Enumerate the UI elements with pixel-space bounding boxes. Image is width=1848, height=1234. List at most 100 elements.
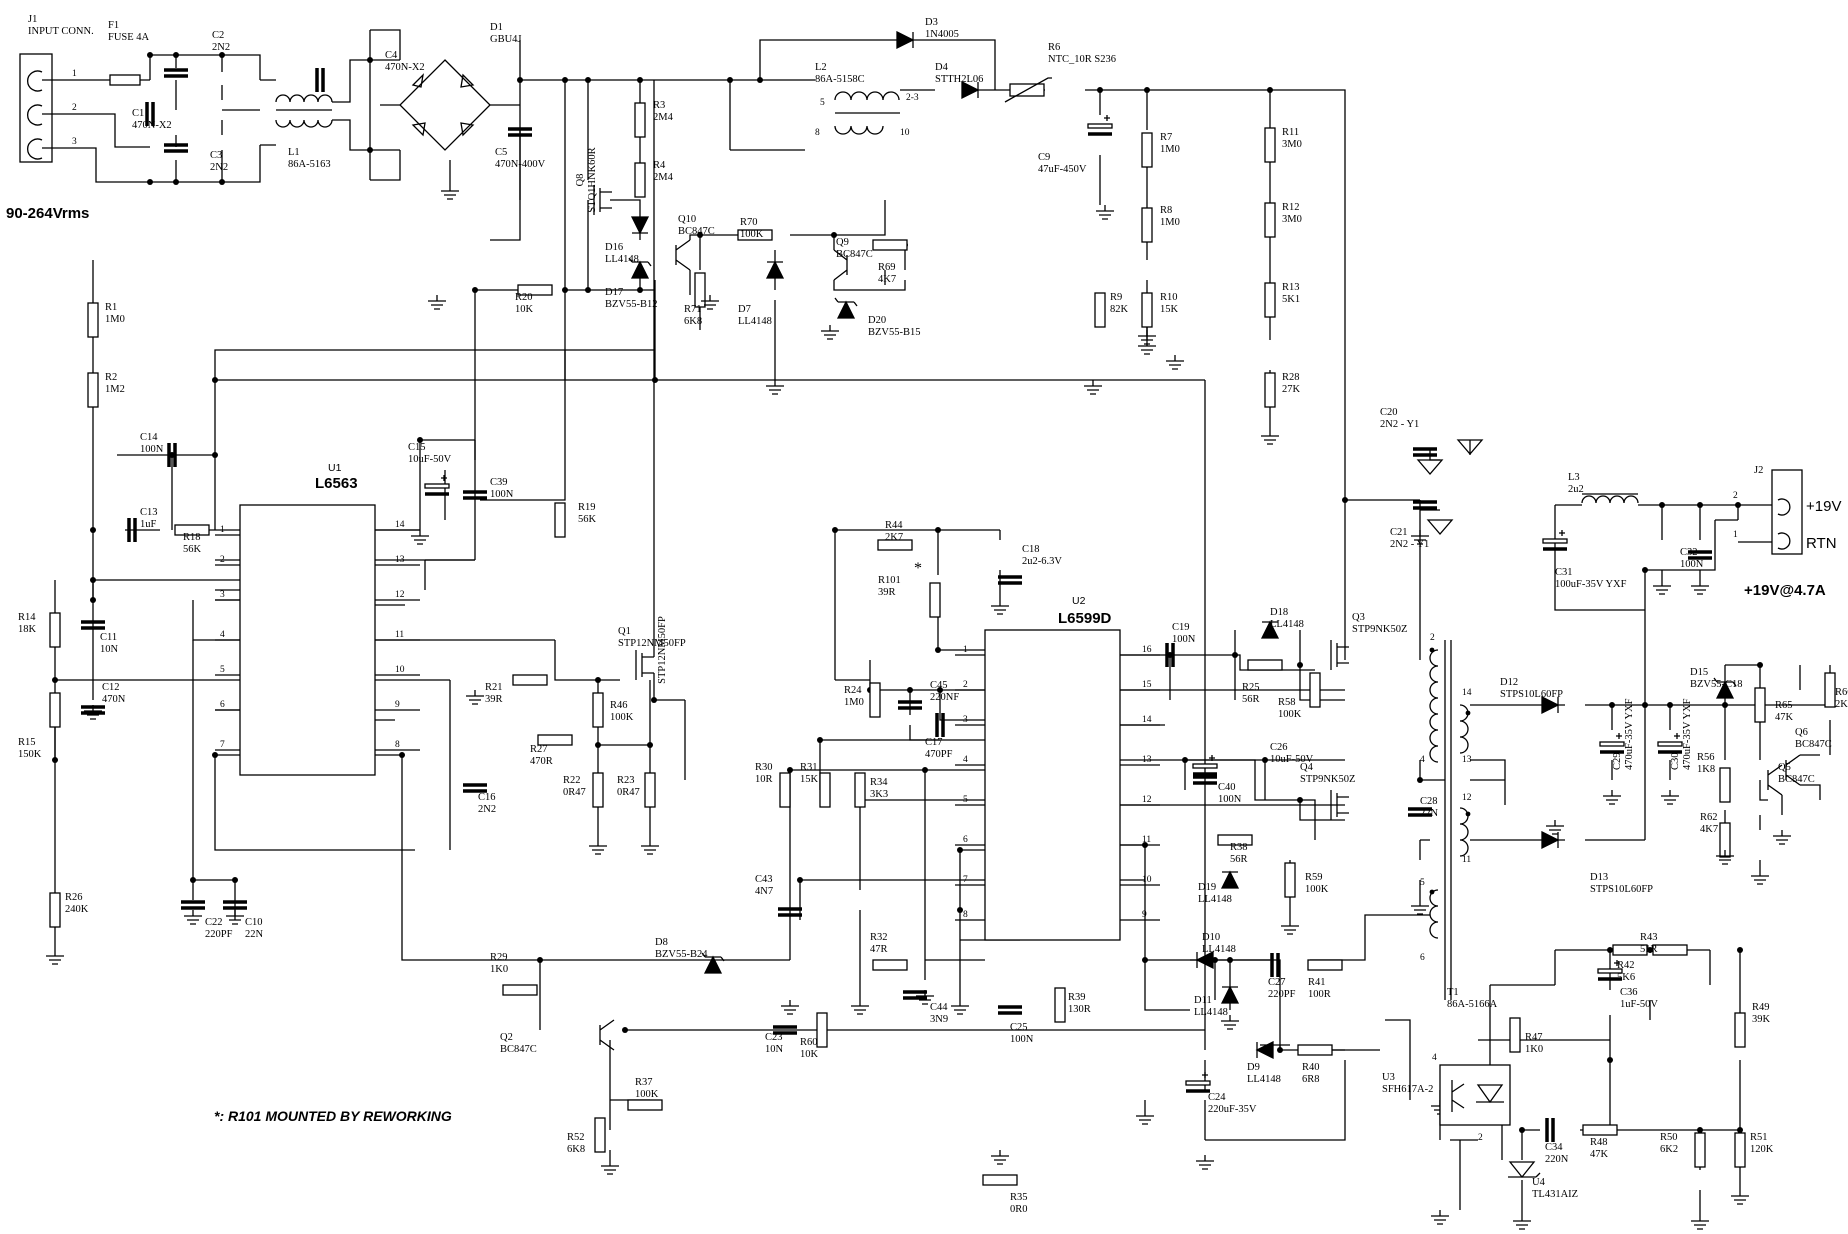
r22-ref: R22 [563,775,581,786]
d17-ref: D17 [605,287,623,298]
r39-ref: R39 [1068,992,1086,1003]
wire [54,529,240,760]
r38-ref: R38 [1230,842,1248,853]
electrolytic-capacitor-c15 [424,475,450,496]
junction-dot [1182,757,1188,763]
q4-value: STP9NK50Z [1300,774,1355,785]
u2-pin-8-num: 8 [963,910,968,920]
r18-ref: R18 [183,532,201,543]
t1-value: 86A-5166A [1447,999,1498,1010]
r51-ref: R51 [1750,1132,1768,1143]
c12-value: 470N [102,694,126,705]
zener-d20 [834,297,858,319]
wire [1169,630,1345,701]
capacitor-c45 [898,700,922,710]
c32-ref: C32 [1680,547,1698,558]
d1-value: GBU4J [490,34,522,45]
capacitor-c44 [903,990,927,1000]
r37-ref: R37 [635,1077,653,1088]
wire [1270,89,1420,660]
d8-value: BZV55-B24 [655,949,708,960]
u2-pin-7-num: 7 [963,875,968,885]
capacitor-c27 [1270,953,1280,977]
capacitor-c1 [145,102,155,126]
junction-dot [1142,842,1148,848]
u2-pin-3-num: 3 [963,715,968,725]
junction-dot [1647,947,1653,953]
u2-body [984,629,1121,941]
c31-value: 100uF-35V YXF [1555,579,1627,590]
r52-ref: R52 [567,1132,585,1143]
r3-ref: R3 [653,100,665,111]
fuse-f1 [109,74,141,86]
c4-ref: C4 [385,50,398,61]
bjt-q5 [1767,764,1783,796]
r48-ref: R48 [1590,1137,1608,1148]
d15-ref: D15 [1690,667,1708,678]
wire [117,349,230,530]
ground-icon [1545,819,1565,835]
ground-icon [1280,919,1300,935]
junction-dot [1659,502,1665,508]
r21-value: 39R [485,694,503,705]
r42-ref: R42 [1617,960,1635,971]
wire [369,29,401,181]
junction-dot [1144,87,1150,93]
c23-value: 10N [765,1044,784,1055]
junction-dot [832,527,838,533]
electrolytic-capacitor-c30 [1657,733,1683,754]
d17-value: BZV55-B12 [605,299,658,310]
wire [1611,570,1705,840]
mosfet-q8 [593,185,612,215]
junction-dot [757,77,763,83]
resistor-r32 [872,959,908,971]
c24-value: 220uF-35V [1208,1104,1257,1115]
resistor-r12 [1264,202,1276,238]
r66-ref: R66 [1835,687,1848,698]
c45-value: 220NF [930,692,959,703]
c39-ref: C39 [490,477,508,488]
r39-value: 130R [1068,1004,1091,1015]
q2-ref: Q2 [500,1032,513,1043]
mosfet-q3 [1330,640,1349,670]
resistor-r51 [1734,1132,1746,1168]
d11-value: LL4148 [1194,1007,1228,1018]
ground-icon [1602,789,1622,805]
c22-ref: C22 [205,917,223,928]
c21-ref: C21 [1390,527,1408,538]
electrolytic-capacitor-c26 [1192,755,1218,776]
ground-icon [820,324,840,340]
junction-dot [1697,502,1703,508]
r56-ref: R56 [1697,752,1715,763]
r44-value: 2K7 [885,532,903,543]
f1-ref: F1 [108,20,119,31]
c19-ref: C19 [1172,622,1190,633]
wire [215,280,1206,1000]
junction-dot [937,687,943,693]
electrolytic-capacitor-c36 [1597,960,1623,981]
c25-ref: C25 [1010,1022,1028,1033]
r12-ref: R12 [1282,202,1300,213]
r27-value: 470R [530,756,553,767]
r41-value: 100R [1308,989,1331,1000]
resistor-r14 [49,612,61,648]
r23-ref: R23 [617,775,635,786]
wire [564,79,730,380]
r31-ref: R31 [800,762,818,773]
u2-pin-11-num: 11 [1142,835,1151,845]
c32-value: 100N [1680,559,1704,570]
ground-icon [1095,204,1115,220]
capacitor-c21 [1413,500,1437,510]
d1-ref: D1 [490,22,503,33]
q5-ref: Q5 [1778,762,1791,773]
r10-ref: R10 [1160,292,1178,303]
wire [1554,504,1778,611]
d3-value: 1N4005 [925,29,959,40]
wire [1521,1129,1630,1215]
r30-ref: R30 [755,762,773,773]
r70-value: 100K [740,229,764,240]
resistor-r29 [502,984,538,996]
junction-dot [831,232,837,238]
wire [424,289,530,590]
ground-icon [990,599,1010,615]
